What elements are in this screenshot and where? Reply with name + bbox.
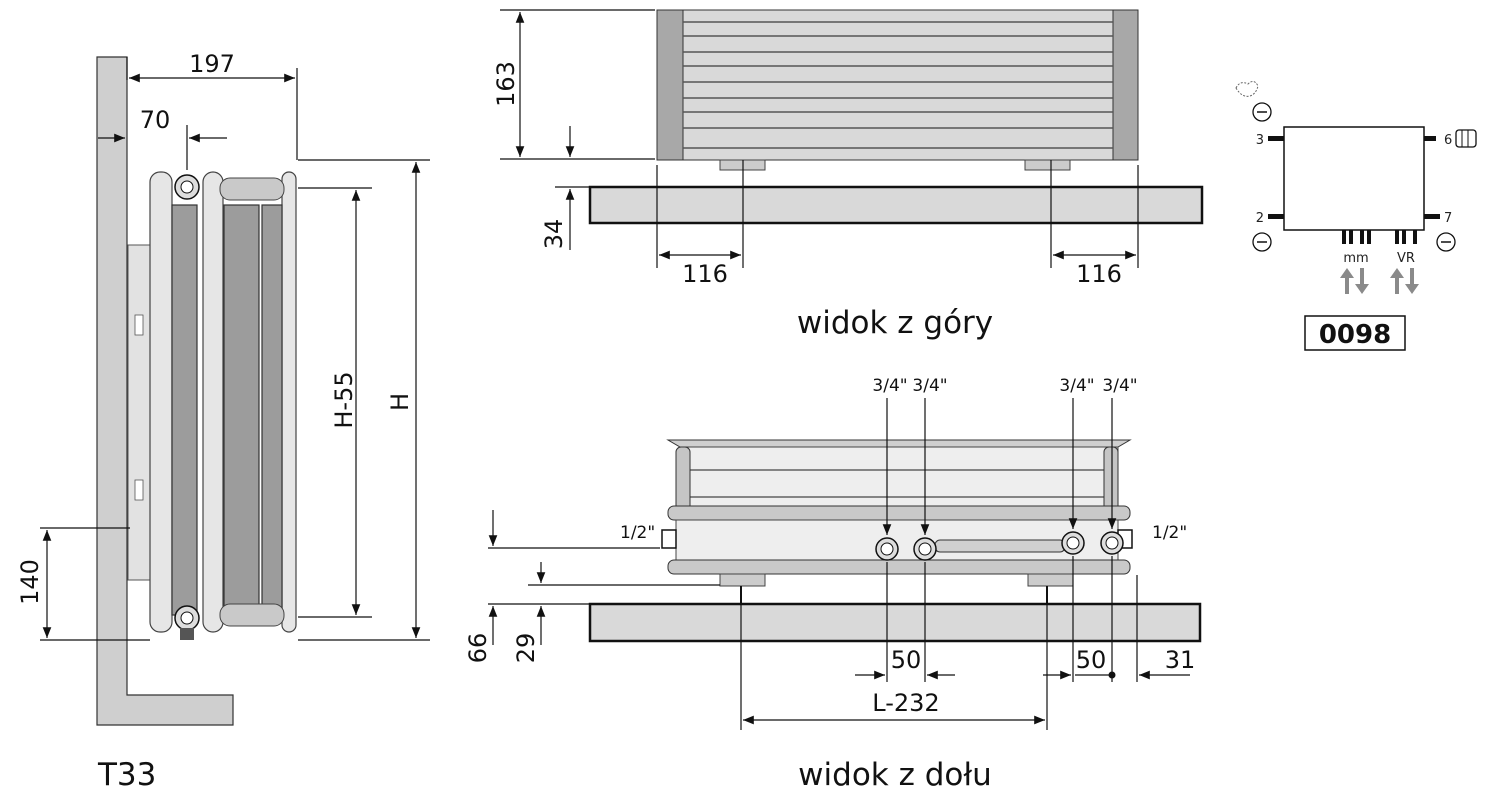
top-view-title: widok z góry [797,305,993,341]
bottom-view-wall [588,602,1202,643]
dim-depth-197: 197 [189,50,235,78]
thread-label-3: 3/4" [1059,376,1094,396]
top-view-radiator [656,9,1139,161]
port-2: 2 [1256,211,1264,226]
top-view: 163 34 116 116 widok z góry [492,9,1204,341]
side-thread-left: 1/2" [620,523,655,543]
port-6: 6 [1444,133,1452,148]
dim-top-116-left: 116 [682,260,728,288]
dim-height-h: H [386,393,414,411]
port-7: 7 [1444,211,1452,226]
scheme-radiator-box [1283,126,1425,231]
code-box [1304,315,1406,351]
flow-down-arrow-2 [1405,268,1419,294]
dim-axis-h55: H-55 [330,371,358,428]
top-view-wall [588,185,1204,225]
model-label: T33 [97,757,156,793]
flow-up-arrow-2 [1390,268,1404,294]
port-3: 3 [1256,133,1264,148]
side-view: 197 70 H-55 H 140 T33 [16,50,430,793]
radiator-panel-1 [149,171,173,633]
thread-label-2: 3/4" [912,376,947,396]
thread-label-4: 3/4" [1102,376,1137,396]
code-label: 0098 [1319,320,1391,350]
label-vr: VR [1397,251,1415,266]
dim-29: 29 [512,633,540,664]
dim-50-right: 50 [1076,646,1107,674]
bottom-view: 3/4" 3/4" 3/4" 3/4" 1/2" 1/2" 66 29 50 [464,376,1202,793]
dim-wall-70: 70 [140,106,171,134]
flow-up-arrow-1 [1340,268,1354,294]
dim-top-34: 34 [540,219,568,250]
wall-bracket [127,244,151,581]
vent-valve-icon [1235,80,1259,97]
flow-down-arrow-1 [1355,268,1369,294]
dim-top-163: 163 [492,61,520,107]
plug-icon [1455,129,1477,148]
bottom-view-radiator [679,446,1119,508]
radiator-panel-2 [202,171,224,633]
dim-bottom-140: 140 [16,559,44,605]
dim-length: L-232 [872,689,939,717]
dim-50-left: 50 [891,646,922,674]
thread-label-1: 3/4" [872,376,907,396]
dim-66: 66 [464,633,492,664]
dim-31: 31 [1165,646,1196,674]
dim-top-116-right: 116 [1076,260,1122,288]
bottom-view-title: widok z dołu [798,757,992,793]
connection-scheme: 3 6 2 7 mm VR 0098 [1235,80,1477,351]
radiator-panel-3 [281,171,297,633]
side-thread-right: 1/2" [1152,523,1187,543]
label-mm: mm [1343,251,1368,266]
